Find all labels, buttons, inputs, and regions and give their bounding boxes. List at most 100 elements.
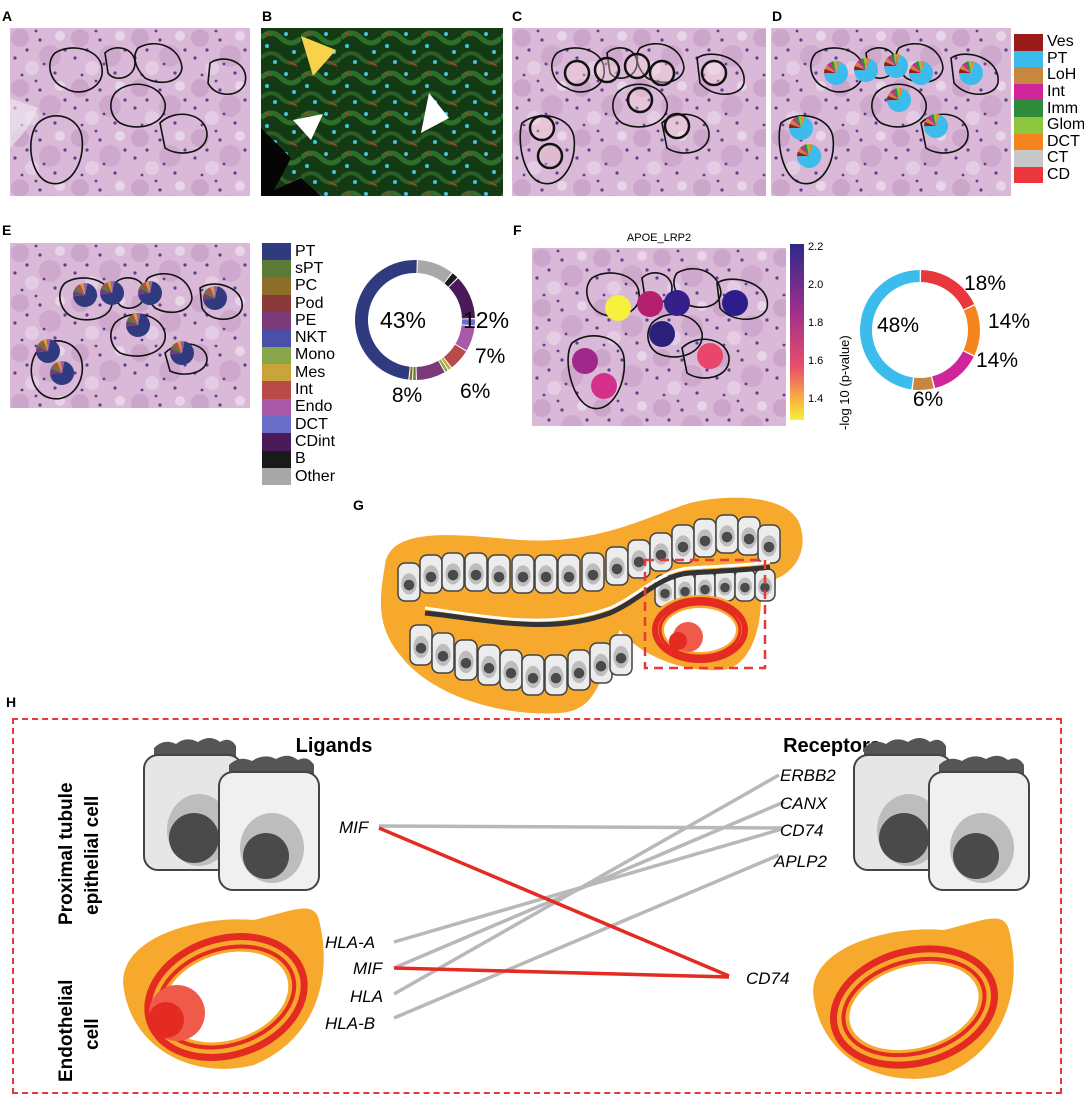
tubule-cell — [557, 554, 581, 594]
pie-slice — [50, 368, 62, 375]
donut-segment — [413, 366, 416, 380]
endothelial-cell-icon — [813, 918, 1014, 1079]
pie-slice — [924, 117, 936, 126]
row-label-endo-line1: Endothelial — [56, 980, 77, 1082]
donut-f-label: 18% — [964, 272, 1006, 295]
pie-slice — [824, 68, 836, 74]
connection-line — [393, 773, 780, 996]
tubule-cell — [605, 546, 629, 586]
donut-chart-f: 48% 18% 14% 14% 6% — [859, 270, 1030, 411]
legend-item: Other — [262, 467, 335, 486]
legend-item: Ves — [1014, 33, 1084, 51]
pie-slice — [863, 58, 867, 70]
ligand-label: HLA-A — [325, 933, 375, 952]
legend-label: PT — [1047, 49, 1068, 67]
legend-item: B — [262, 450, 335, 468]
pie-slice — [210, 286, 215, 298]
legend-swatch — [262, 433, 291, 451]
pie-slice — [912, 62, 921, 73]
ligand-label: MIF — [339, 818, 370, 837]
pie-slice — [789, 123, 801, 129]
legend-swatch — [262, 467, 291, 486]
donut-e-label: 6% — [460, 380, 490, 403]
legend-label: Int — [1047, 83, 1065, 101]
legend-label: B — [295, 450, 306, 468]
legend-label: sPT — [295, 259, 324, 277]
pie-slice — [854, 65, 866, 71]
tubule-cell — [757, 524, 781, 564]
legend-swatch — [1014, 67, 1043, 84]
legend-swatch — [1014, 83, 1043, 101]
pie-slice — [854, 58, 878, 82]
donut-segment — [417, 260, 452, 283]
pie-slice — [99, 288, 112, 295]
donut-segment — [355, 260, 417, 380]
tissue-image-e — [10, 243, 250, 408]
pie-slice — [890, 89, 899, 100]
tubule-cell — [534, 554, 558, 594]
pie-slice — [138, 288, 150, 295]
row-label-endo-line2: cell — [82, 1018, 103, 1050]
colorbar-tick: 1.8 — [808, 317, 823, 329]
legend-item: CD — [1014, 166, 1084, 184]
tubule-cell — [511, 554, 535, 594]
legend-label: CD — [1047, 166, 1071, 184]
pie-slice — [924, 121, 936, 127]
legend-swatch — [1014, 100, 1043, 117]
pie-slice — [798, 116, 802, 128]
colorbar-tick: 2.2 — [808, 241, 823, 253]
legend-item: sPT — [262, 259, 335, 278]
colorbar-f: 2.2 2.0 1.8 1.6 1.4 -log 10 (p-value) — [790, 241, 852, 430]
pie-slice — [959, 61, 983, 85]
donut-segment — [444, 273, 458, 287]
legend-swatch — [262, 329, 291, 347]
tubule-cell — [521, 654, 545, 696]
pie-slice — [126, 320, 138, 327]
ligands-header: Ligands — [296, 735, 373, 757]
pie-slice — [887, 91, 899, 100]
pie-slice — [100, 284, 112, 293]
pie-slice — [959, 68, 971, 74]
pie-slice — [797, 144, 821, 168]
tubule-cell — [737, 516, 761, 556]
tubule-cell — [419, 554, 443, 594]
legend-swatch — [1014, 50, 1043, 68]
legend-label: DCT — [1047, 132, 1080, 150]
receptor-label: APLP2 — [773, 852, 827, 871]
pie-slice — [887, 55, 896, 66]
pie-slice — [39, 340, 48, 351]
tubule-cell — [671, 524, 695, 564]
donut-segment — [455, 325, 475, 351]
tubule-cell — [431, 632, 455, 674]
white-arrowhead-icon — [421, 93, 449, 133]
pie-slice — [857, 59, 866, 70]
legend-label: Ves — [1047, 33, 1074, 51]
connection-line — [378, 824, 783, 830]
legend-swatch — [262, 243, 291, 261]
pie-slice — [866, 58, 870, 70]
panel-label-h: H — [6, 694, 17, 710]
donut-f-label: 14% — [976, 349, 1018, 372]
pie-slice — [801, 116, 805, 128]
legend-item: Glom — [1014, 116, 1084, 134]
donut-e-label: 12% — [463, 307, 509, 333]
legend-label: Mono — [295, 346, 336, 364]
yellow-arrowhead-icon — [301, 36, 336, 76]
legend-item: PT — [262, 243, 335, 261]
donut-segment — [448, 278, 475, 319]
legend-label: Mes — [295, 363, 326, 381]
panel-h-frame — [12, 718, 1062, 1094]
tubule-cell — [499, 649, 523, 691]
legend-label: Glom — [1047, 116, 1084, 134]
pie-slice — [136, 313, 141, 325]
tubule-cell — [454, 639, 478, 681]
donut-e-label: 43% — [380, 307, 426, 333]
panel-label-g: G — [353, 497, 364, 513]
donut-e-label: 8% — [392, 384, 422, 405]
pie-slice — [824, 61, 848, 85]
donut-segment — [932, 351, 974, 389]
connection-line-red — [378, 826, 730, 978]
pie-slice — [203, 293, 215, 300]
pie-slice — [884, 57, 896, 66]
